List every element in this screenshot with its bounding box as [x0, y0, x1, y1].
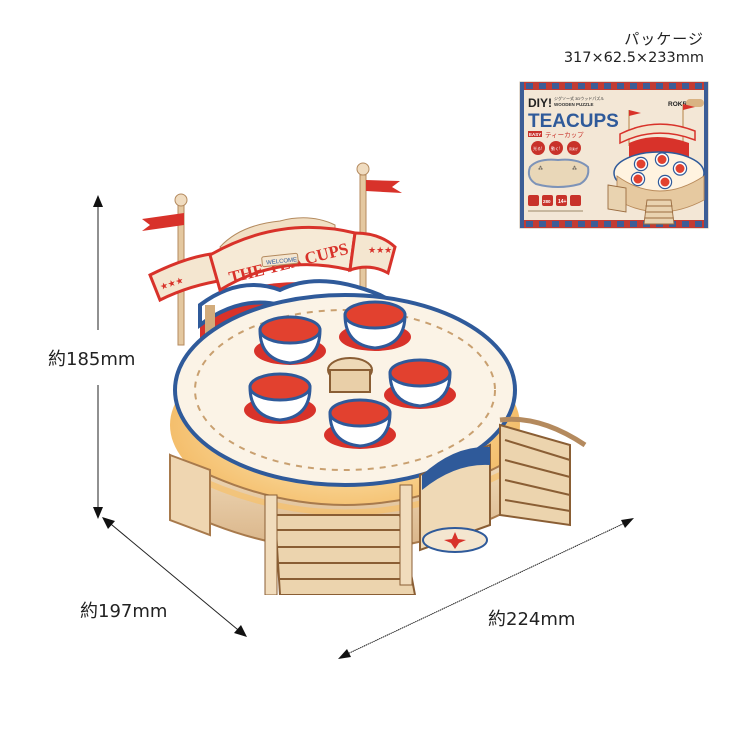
svg-text:ジグソー式 3Dウッドパズル: ジグソー式 3Dウッドパズル	[554, 95, 604, 101]
teacups	[244, 300, 456, 449]
side-stairs	[499, 416, 587, 527]
width-dimension-label: 約224mm	[488, 609, 576, 630]
svg-text:ティーカップ: ティーカップ	[545, 131, 584, 139]
height-dimension-arrow	[93, 195, 103, 519]
svg-text:WOODEN PUZZLE: WOODEN PUZZLE	[554, 102, 594, 107]
svg-text:⁂: ⁂	[538, 165, 543, 172]
depth-dimension-label: 約197mm	[80, 601, 168, 622]
width-dimension-arrow	[338, 518, 634, 659]
the-tea-cups-sign: THE TEA CUPS ★★★ ★★★ WELCOME	[148, 217, 397, 303]
svg-text:動く!: 動く!	[551, 145, 561, 151]
package-size-label: パッケージ 317×62.5×233mm	[564, 30, 704, 68]
package-dimensions: 317×62.5×233mm	[563, 50, 704, 66]
svg-text:⁂: ⁂	[572, 165, 577, 172]
svg-text:14+: 14+	[558, 199, 567, 205]
welcome-sign: WELCOME	[266, 257, 297, 266]
package-title: パッケージ	[624, 30, 704, 48]
svg-text:ROKR: ROKR	[668, 101, 687, 108]
teacups-puzzle-product-image: THE TEA CUPS ★★★ ★★★ WELCOME	[142, 162, 587, 595]
height-dimension-label: 約185mm	[48, 349, 136, 370]
svg-text:TEACUPS: TEACUPS	[528, 111, 619, 132]
svg-text:音楽が: 音楽が	[569, 146, 578, 151]
svg-text:光る!: 光る!	[533, 145, 543, 151]
ticket-booth	[419, 443, 491, 553]
svg-text:DIY!: DIY!	[528, 96, 552, 110]
svg-text:★★★: ★★★	[368, 246, 392, 256]
package-box-image: DIY! ジグソー式 3Dウッドパズル WOODEN PUZZLE TEACUP…	[518, 80, 710, 230]
svg-text:280: 280	[543, 199, 551, 204]
svg-text:EASY: EASY	[529, 132, 541, 137]
depth-dimension-arrow	[102, 517, 247, 637]
front-stairs	[264, 484, 417, 595]
